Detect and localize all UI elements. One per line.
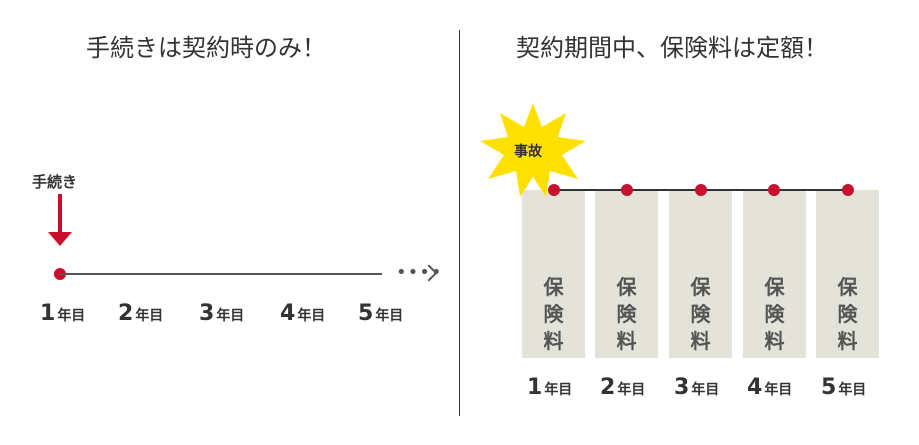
accident-burst-icon (480, 103, 586, 197)
right-dot-5 (842, 184, 854, 196)
premium-box-1 (522, 190, 585, 358)
right-dot-1 (548, 184, 560, 196)
arrow-head-icon (48, 232, 72, 246)
premium-label-4: 保険料 (764, 275, 785, 353)
right-dot-3 (695, 184, 707, 196)
process-label: 手続き (32, 173, 78, 191)
premium-label-5: 保険料 (837, 275, 858, 353)
right-dot-4 (768, 184, 780, 196)
premium-box-4 (743, 190, 806, 358)
timeline-line (60, 273, 382, 275)
left-title: 手続きは契約時のみ！ (86, 34, 326, 62)
down-arrow-icon (58, 194, 62, 234)
right-title: 契約期間中、保険料は定額！ (516, 34, 828, 62)
accident-label: 事故 (514, 144, 542, 160)
premium-label-3: 保険料 (690, 275, 711, 353)
premium-label-2: 保険料 (616, 275, 637, 353)
right-dot-2 (621, 184, 633, 196)
ellipsis-icon: •••• (396, 262, 443, 283)
premium-box-3 (669, 190, 732, 358)
premium-label-1: 保険料 (543, 275, 564, 353)
premium-box-5 (816, 190, 879, 358)
panel-divider (459, 30, 460, 416)
premium-box-2 (595, 190, 658, 358)
